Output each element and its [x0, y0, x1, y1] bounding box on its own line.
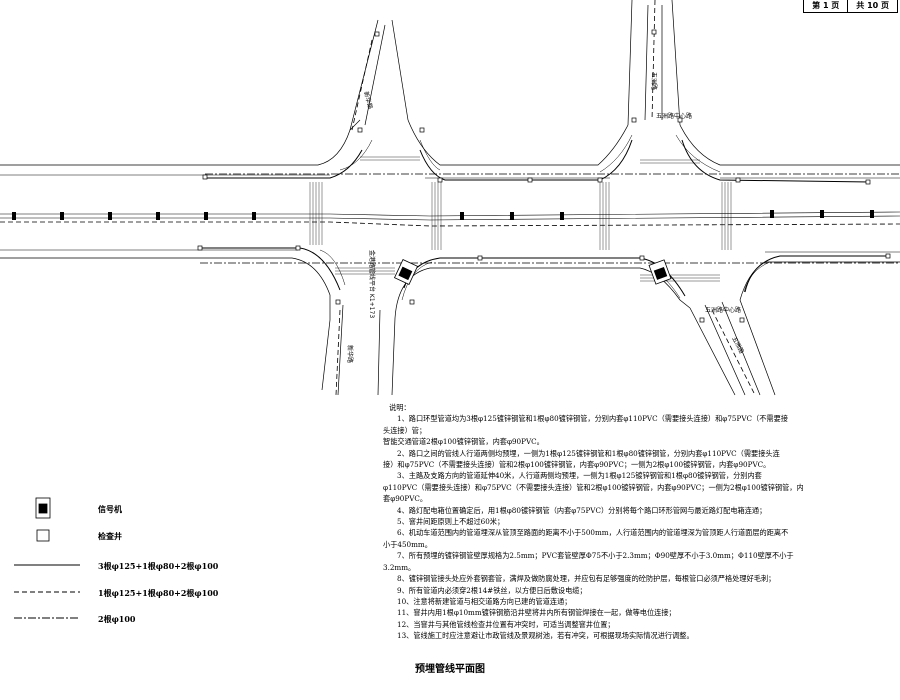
note-line: 3、主路及支路方向的管道延伸40米，人行道两侧均预埋，一侧为1根φ125镀锌钢管…	[397, 471, 762, 481]
page-total: 共 10 页	[847, 0, 897, 12]
note-line: 智能交通管道2根φ100镀锌钢管，内套φ90PVC。	[383, 437, 544, 447]
main-road-median	[0, 211, 900, 221]
note-line: 2、路口之间的管线人行道两侧均预埋，一侧为1根φ125镀锌钢管和1根φ80镀锌钢…	[397, 448, 780, 458]
east-street-edges	[627, 0, 776, 396]
pipeline-solid-south	[200, 247, 890, 297]
signal-controller-icon	[393, 259, 672, 285]
road-label-west-north: 新华路	[362, 90, 374, 109]
note-line: 6、机动车道范围内的管道埋深从管顶至路面的距离不小于500mm，人行道范围内的管…	[397, 528, 789, 538]
note-line: 12、当窨井与其他管线检查井位置有冲突时，可适当调整窨井位置；	[397, 619, 615, 629]
note-line: 接）和φ75PVC（不需要接头连接）管和2根φ100镀锌钢管，内套φ90PVC；…	[383, 460, 771, 470]
legend-label-solid: 3根φ125+1根φ80+2根φ100	[98, 561, 219, 571]
drawing-title: 预埋管线平面图	[415, 664, 485, 675]
crosswalk-east-a	[599, 182, 610, 250]
note-line: 8、镀锌钢管接头处应外套钢套管，满焊及做防腐处理，并应包有足够强度的砼防护层，每…	[397, 574, 776, 584]
design-notes: 说明： 1、路口环型管道均为3根φ125镀锌钢管和1根φ80镀锌钢管，分别内套φ…	[383, 402, 888, 642]
legend-label-signal: 信号机	[98, 504, 122, 514]
note-line: 3.2mm。	[383, 562, 416, 572]
note-line: 11、窨井内用1根φ10mm镀锌钢筋沿井壁将井内所有钢管焊接在一起，做等电位连接…	[397, 608, 676, 618]
note-line: 头连接）管；	[383, 425, 427, 435]
road-label-east-north-sign: 五洲路中心路	[656, 112, 692, 120]
main-road-north-edge	[0, 119, 900, 166]
road-label-east-south-sign: 五洲路中心路	[705, 306, 741, 314]
signal-controller-icon	[35, 497, 51, 519]
west-street-edges	[321, 19, 409, 396]
crosswalk-east-b	[721, 182, 732, 250]
crosswalk-west-b	[431, 182, 442, 250]
notes-heading: 说明：	[389, 403, 411, 412]
note-line: 1、路口环型管道均为3根φ125镀锌钢管和1根φ80镀锌钢管，分别内套φ110P…	[397, 414, 788, 424]
page-current: 第 1 页	[812, 1, 840, 10]
legend: 信号机 检查井 3根φ125+1根φ80+2根φ100 1根φ125+1根φ80…	[12, 494, 292, 634]
note-line: 5、窨井间距原则上不超过60米；	[397, 517, 505, 527]
note-line: 13、管线施工时应注意避让市政管线及景观树池，若有冲突，可根据现场实际情况进行调…	[397, 631, 694, 641]
legend-label-well: 检查井	[98, 531, 122, 541]
legend-symbols	[14, 497, 80, 619]
legend-label-dashed: 1根φ125+1根φ80+2根φ100	[98, 588, 219, 598]
note-line: φ110PVC（需要接头连接）和φ75PVC（不需要接头连接）管和2根φ100镀…	[383, 482, 804, 492]
road-label-east-south: 五洲路	[730, 335, 746, 355]
page-number-box: 第 1 页 共 10 页	[803, 0, 898, 13]
note-line: 9、所有管道内必须穿2根14#铁丝，以方便日后敷设电缆；	[397, 585, 587, 595]
note-line: 套φ90PVC。	[383, 494, 428, 504]
pipeline-solid-north	[205, 139, 871, 183]
note-line: 小于450mm。	[383, 539, 432, 549]
legend-label-dashdot: 2根φ100	[98, 614, 136, 624]
crosswalk-west-a	[309, 182, 323, 245]
road-label-west-south: 新华路	[346, 345, 354, 363]
road-label-west-vertical: 金港路管线平台 K1+173	[368, 250, 376, 318]
note-line: 10、注意将新建管道与相交道路方向已建的管道连通；	[397, 596, 572, 606]
pipeline-dashdot	[200, 173, 900, 264]
main-road-south-edge	[0, 257, 900, 320]
inspection-well-icon	[36, 529, 50, 542]
note-line: 4、路灯配电箱位置确定后，用1根φ80镀锌钢管（内套φ75PVC）分别将每个路口…	[397, 505, 767, 515]
note-line: 7、所有预埋的镀锌钢管壁厚规格为2.5mm；PVC套管壁厚Φ75不小于2.3mm…	[397, 551, 794, 561]
road-label-east-north: 五洲路	[650, 72, 658, 90]
pipeline-dashed-a	[0, 0, 900, 396]
